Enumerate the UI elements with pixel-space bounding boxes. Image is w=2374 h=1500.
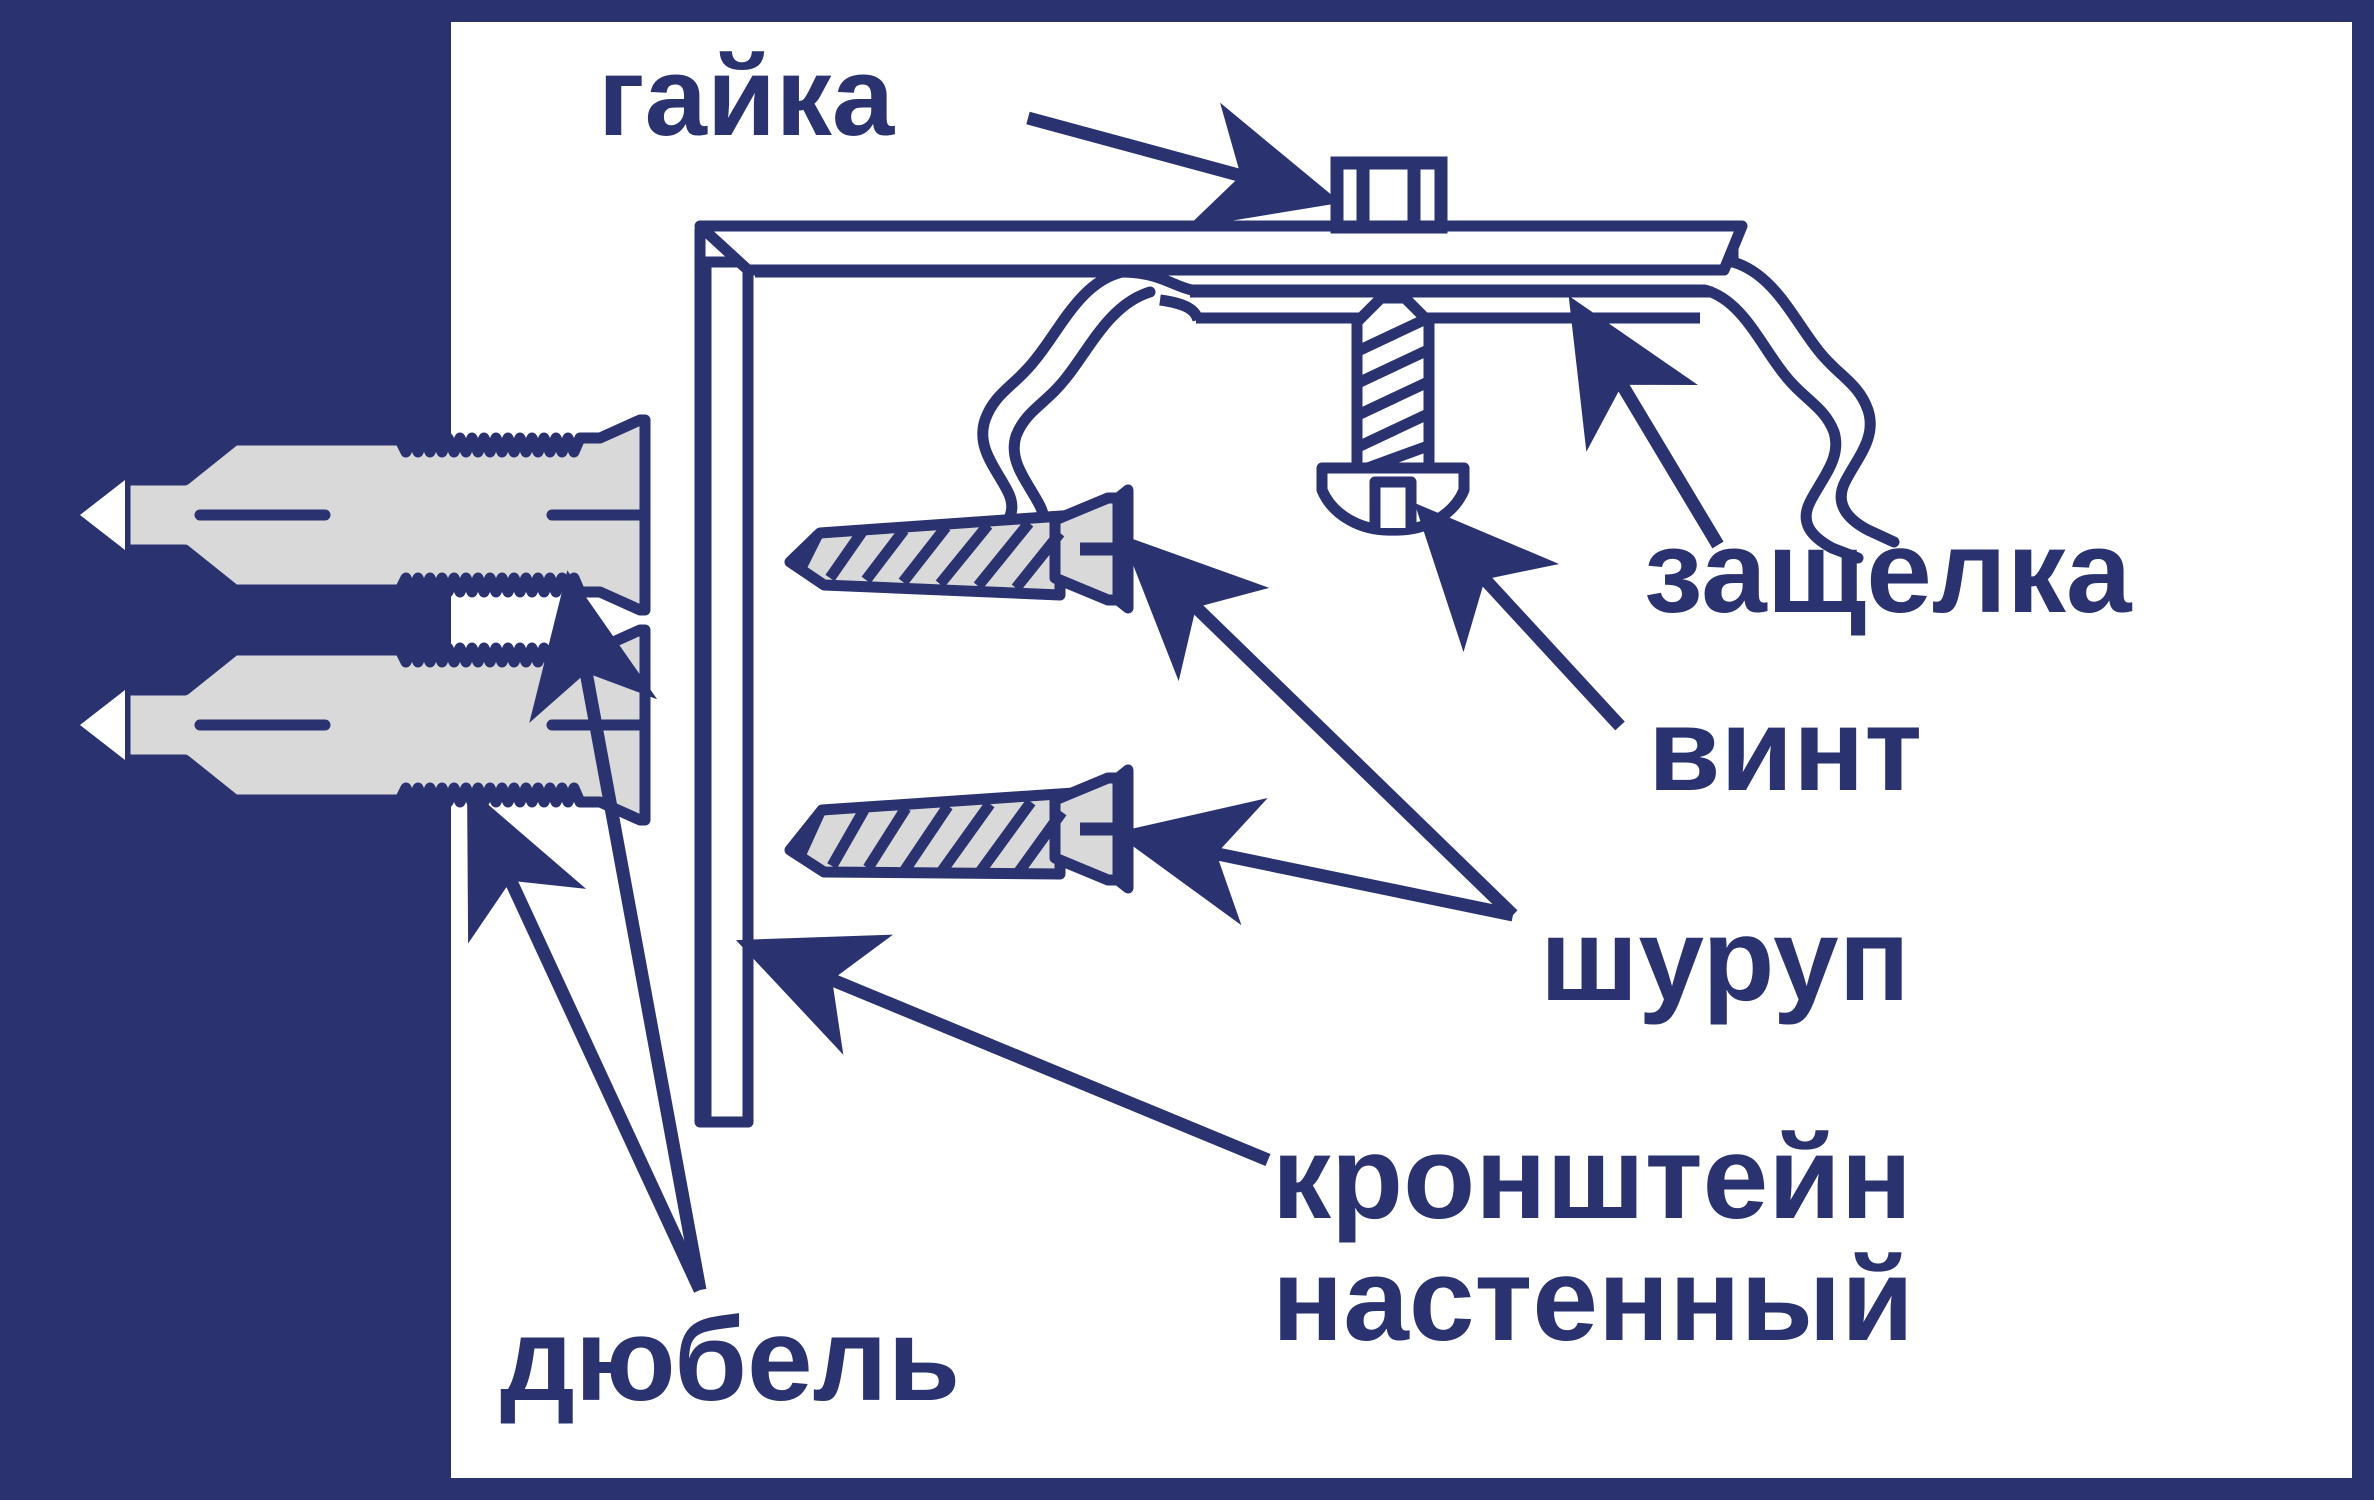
- label-dowel: дюбель: [500, 1294, 960, 1426]
- dowel-upper: [80, 414, 651, 616]
- arrow-to-wood-screw-lower: [1114, 797, 1515, 926]
- arrow-to-bracket: [735, 934, 1271, 1167]
- label-wood-screw: шуруп: [1540, 894, 1910, 1026]
- label-bolt: винт: [1648, 684, 1922, 816]
- label-bracket-line1: кронштейн: [1272, 1112, 1912, 1244]
- arrow-to-latch: [1568, 295, 1724, 549]
- arrow-to-wood-screw-upper: [1121, 534, 1518, 920]
- arrow-to-dowel-upper: [529, 570, 707, 1292]
- label-latch: защелка: [1644, 506, 2133, 638]
- bracket-top-plate: [694, 220, 1748, 276]
- label-bracket-line2: настенный: [1272, 1234, 1914, 1366]
- label-nut: гайка: [598, 34, 895, 159]
- arrow-to-bolt: [1414, 502, 1625, 731]
- nut-part: [1330, 156, 1448, 234]
- callout-arrows: [467, 102, 1724, 1293]
- dowel-lower: [80, 624, 651, 826]
- arrow-to-nut: [1026, 102, 1342, 229]
- wood-screw-upper: [784, 484, 1134, 614]
- arrow-to-dowel-lower: [467, 786, 706, 1293]
